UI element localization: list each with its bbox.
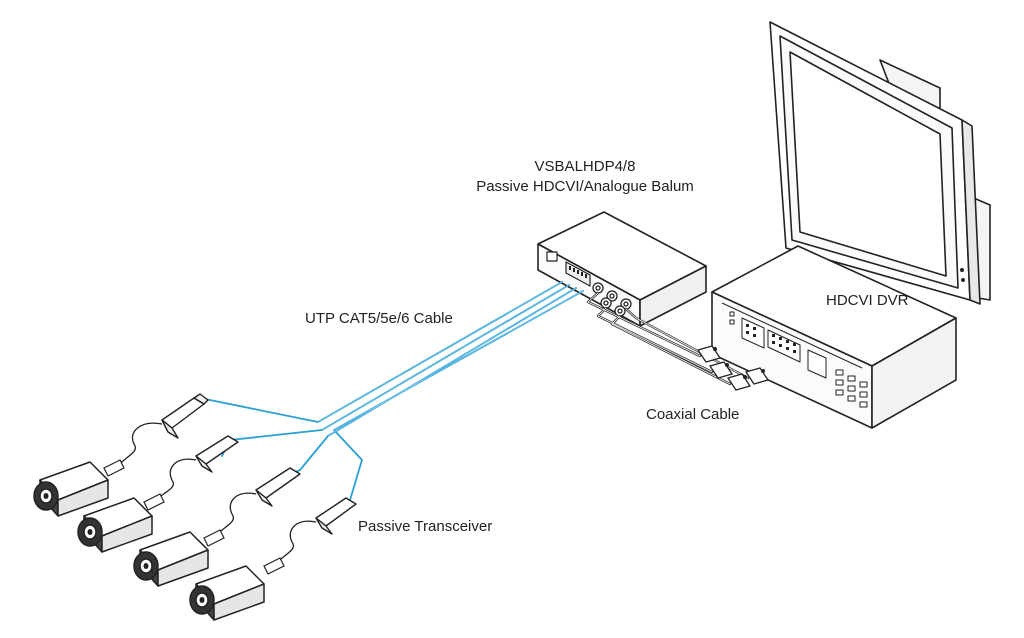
transceiver-label: Passive Transceiver: [358, 518, 493, 535]
cctv-cameras: [33, 461, 265, 621]
utp-cables-inner: [317, 281, 584, 437]
camera-4: [189, 565, 265, 621]
camera-bnc-plugs: [103, 459, 285, 575]
camera-2: [77, 497, 153, 553]
passive-transceivers: [161, 393, 357, 535]
utp-cable-label: UTP CAT5/5e/6 Cable: [305, 310, 453, 327]
bnc-connectors: [696, 345, 770, 391]
dvr-label: HDCVI DVR: [826, 292, 909, 309]
coaxial-cable-label: Coaxial Cable: [646, 406, 740, 423]
transceiver-2: [195, 435, 239, 473]
balun-model-label: VSBALHDP4/8: [534, 158, 636, 175]
transceiver-4: [315, 497, 357, 535]
transceiver-pigtails: [117, 422, 317, 565]
transceiver-1: [161, 393, 209, 439]
balun-description-label: Passive HDCVI/Analogue Balum: [476, 178, 694, 195]
monitor: [769, 21, 991, 305]
hdcvi-dvr: [711, 245, 957, 429]
camera-3: [133, 531, 209, 587]
transceiver-3: [255, 467, 301, 507]
camera-1: [33, 461, 109, 517]
passive-balun-box: [537, 211, 707, 327]
